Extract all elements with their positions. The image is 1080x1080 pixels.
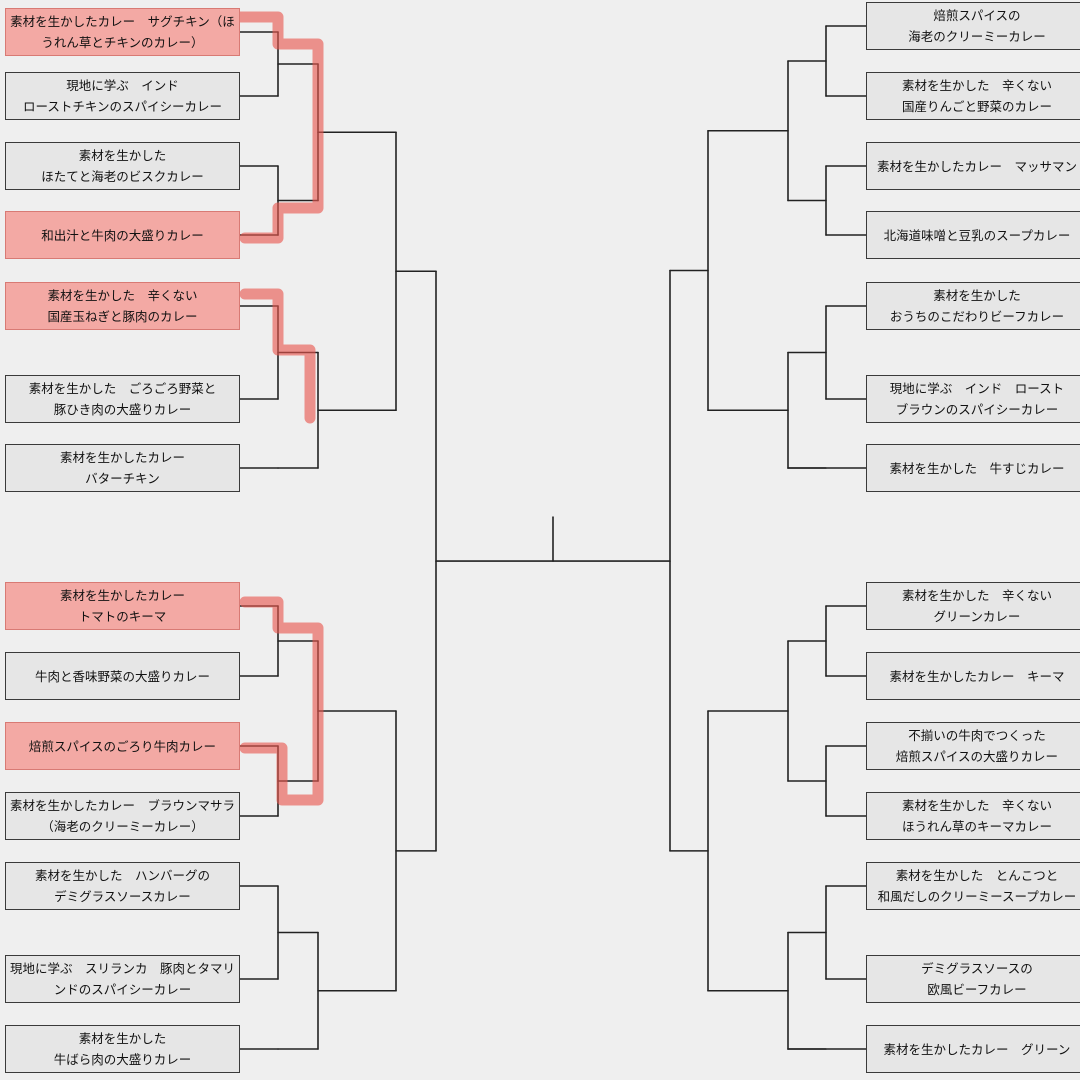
entry-label-line1: 素材を生かした 辛くない	[901, 798, 1052, 813]
entry-label-line2: 焙煎スパイスの大盛りカレー	[895, 749, 1059, 764]
entry-label-line2: グリーンカレー	[933, 609, 1021, 624]
entry-label-line1: 素材を生かした 辛くない	[47, 288, 198, 303]
right-entry-8[interactable]: 素材を生かした 辛くないグリーンカレー	[866, 582, 1080, 630]
entry-label-line2: 牛ばら肉の大盛りカレー	[53, 1052, 192, 1067]
entry-label-line2: ローストチキンのスパイシーカレー	[22, 99, 222, 114]
entry-label-line2: ンドのスパイシーカレー	[53, 982, 192, 997]
highlight-path-bottom	[239, 596, 324, 806]
right-entry-9[interactable]: 素材を生かしたカレー キーマ	[866, 652, 1080, 700]
entry-label-line2: バターチキン	[85, 471, 160, 486]
entry-label-line1: デミグラスソースの	[921, 961, 1033, 976]
entry-label-line1: 素材を生かした	[78, 1031, 167, 1046]
entry-label-line1: 現地に学ぶ スリランカ 豚肉とタマリ	[9, 961, 235, 976]
left-entry-13[interactable]: 現地に学ぶ スリランカ 豚肉とタマリンドのスパイシーカレー	[5, 955, 240, 1003]
entry-label-line1: 素材を生かした ごろごろ野菜と	[28, 381, 217, 396]
entry-label-line2: （海老のクリーミーカレー）	[41, 819, 204, 834]
entry-label-line1: 現地に学ぶ インド ロースト	[889, 381, 1065, 396]
entry-label-line1: 素材を生かしたカレー サグチキン（ほ	[10, 14, 235, 29]
entry-label-line1: 素材を生かしたカレー キーマ	[889, 668, 1065, 684]
left-entry-14[interactable]: 素材を生かした牛ばら肉の大盛りカレー	[5, 1025, 240, 1073]
entry-label-line2: ほうれん草のキーマカレー	[901, 819, 1052, 834]
entry-label-line1: 現地に学ぶ インド	[66, 78, 179, 93]
left-entry-3[interactable]: 素材を生かしたほたてと海老のビスクカレー	[5, 142, 240, 190]
left-entry-10[interactable]: 焙煎スパイスのごろり牛肉カレー	[5, 722, 240, 770]
left-entry-8[interactable]: 素材を生かしたカレートマトのキーマ	[5, 582, 240, 630]
left-entry-11[interactable]: 素材を生かしたカレー ブラウンマサラ （海老のクリーミーカレー）	[5, 792, 240, 840]
entry-label-line1: 素材を生かした 辛くない	[901, 78, 1052, 93]
entry-label-line2: 豚ひき肉の大盛りカレー	[53, 402, 192, 417]
right-entry-1[interactable]: 焙煎スパイスの海老のクリーミーカレー	[866, 2, 1080, 50]
entry-label-line1: 不揃いの牛肉でつくった	[908, 728, 1046, 743]
right-entry-6[interactable]: 現地に学ぶ インド ローストブラウンのスパイシーカレー	[866, 375, 1080, 423]
right-entry-14[interactable]: 素材を生かしたカレー グリーン	[866, 1025, 1080, 1073]
entry-label-line2: 欧風ビーフカレー	[927, 982, 1027, 997]
entry-label-line1: 素材を生かしたカレー マッサマン	[876, 158, 1077, 174]
entry-label-line1: 素材を生かしたカレー グリーン	[883, 1041, 1071, 1057]
entry-label-line1: 素材を生かした ハンバーグの	[34, 868, 210, 883]
entry-label-line2: 海老のクリーミーカレー	[908, 29, 1046, 44]
right-entry-11[interactable]: 素材を生かした 辛くないほうれん草のキーマカレー	[866, 792, 1080, 840]
left-entry-7[interactable]: 素材を生かしたカレーバターチキン	[5, 444, 240, 492]
entry-label-line1: 素材を生かしたカレー	[59, 588, 185, 603]
left-entry-2[interactable]: 現地に学ぶ インドローストチキンのスパイシーカレー	[5, 72, 240, 120]
entry-label-line1: 素材を生かしたカレー ブラウンマサラ	[9, 798, 235, 813]
entry-label-line2: トマトのキーマ	[78, 609, 167, 624]
right-entry-2[interactable]: 素材を生かした 辛くない国産りんごと野菜のカレー	[866, 72, 1080, 120]
entry-label-line1: 素材を生かした とんこつと	[895, 868, 1059, 883]
entry-label-line2: おうちのこだわりビーフカレー	[889, 309, 1065, 324]
highlight-path-top	[232, 11, 324, 244]
entry-label-line1: 和出汁と牛肉の大盛りカレー	[41, 227, 204, 243]
highlight-path-second	[239, 288, 316, 424]
left-entry-4[interactable]: 和出汁と牛肉の大盛りカレー	[5, 211, 240, 259]
right-entry-4[interactable]: 北海道味噌と豆乳のスープカレー	[866, 211, 1080, 259]
entry-label-line1: 焙煎スパイスのごろり牛肉カレー	[28, 738, 217, 754]
entry-label-line2: 国産りんごと野菜のカレー	[901, 99, 1052, 114]
left-entry-9[interactable]: 牛肉と香味野菜の大盛りカレー	[5, 652, 240, 700]
entry-label-line2: デミグラスソースカレー	[54, 889, 191, 904]
right-entry-7[interactable]: 素材を生かした 牛すじカレー	[866, 444, 1080, 492]
entry-label-line2: うれん草とチキンのカレー）	[41, 35, 204, 50]
entry-label-line1: 北海道味噌と豆乳のスープカレー	[883, 227, 1071, 243]
right-entry-10[interactable]: 不揃いの牛肉でつくった焙煎スパイスの大盛りカレー	[866, 722, 1080, 770]
entry-label-line2: ほたてと海老のビスクカレー	[41, 169, 204, 184]
entry-label-line2: 国産玉ねぎと豚肉のカレー	[47, 309, 198, 324]
left-entry-5[interactable]: 素材を生かした 辛くない国産玉ねぎと豚肉のカレー	[5, 282, 240, 330]
right-entry-12[interactable]: 素材を生かした とんこつと和風だしのクリーミースープカレー	[866, 862, 1080, 910]
entry-label-line1: 素材を生かした 辛くない	[901, 588, 1052, 603]
entry-label-line1: 素材を生かしたカレー	[59, 450, 185, 465]
right-entry-5[interactable]: 素材を生かしたおうちのこだわりビーフカレー	[866, 282, 1080, 330]
entry-label-line1: 牛肉と香味野菜の大盛りカレー	[34, 668, 210, 684]
entry-label-line2: 和風だしのクリーミースープカレー	[877, 889, 1077, 904]
entry-label-line1: 焙煎スパイスの	[933, 8, 1021, 23]
left-entry-12[interactable]: 素材を生かした ハンバーグのデミグラスソースカレー	[5, 862, 240, 910]
right-entry-3[interactable]: 素材を生かしたカレー マッサマン	[866, 142, 1080, 190]
entry-label-line1: 素材を生かした 牛すじカレー	[889, 460, 1065, 476]
left-entry-1[interactable]: 素材を生かしたカレー サグチキン（ほうれん草とチキンのカレー）	[5, 8, 240, 56]
entry-label-line1: 素材を生かした	[78, 148, 167, 163]
entry-label-line1: 素材を生かした	[933, 288, 1021, 303]
left-entry-6[interactable]: 素材を生かした ごろごろ野菜と豚ひき肉の大盛りカレー	[5, 375, 240, 423]
right-entry-13[interactable]: デミグラスソースの欧風ビーフカレー	[866, 955, 1080, 1003]
entry-label-line2: ブラウンのスパイシーカレー	[895, 402, 1059, 417]
